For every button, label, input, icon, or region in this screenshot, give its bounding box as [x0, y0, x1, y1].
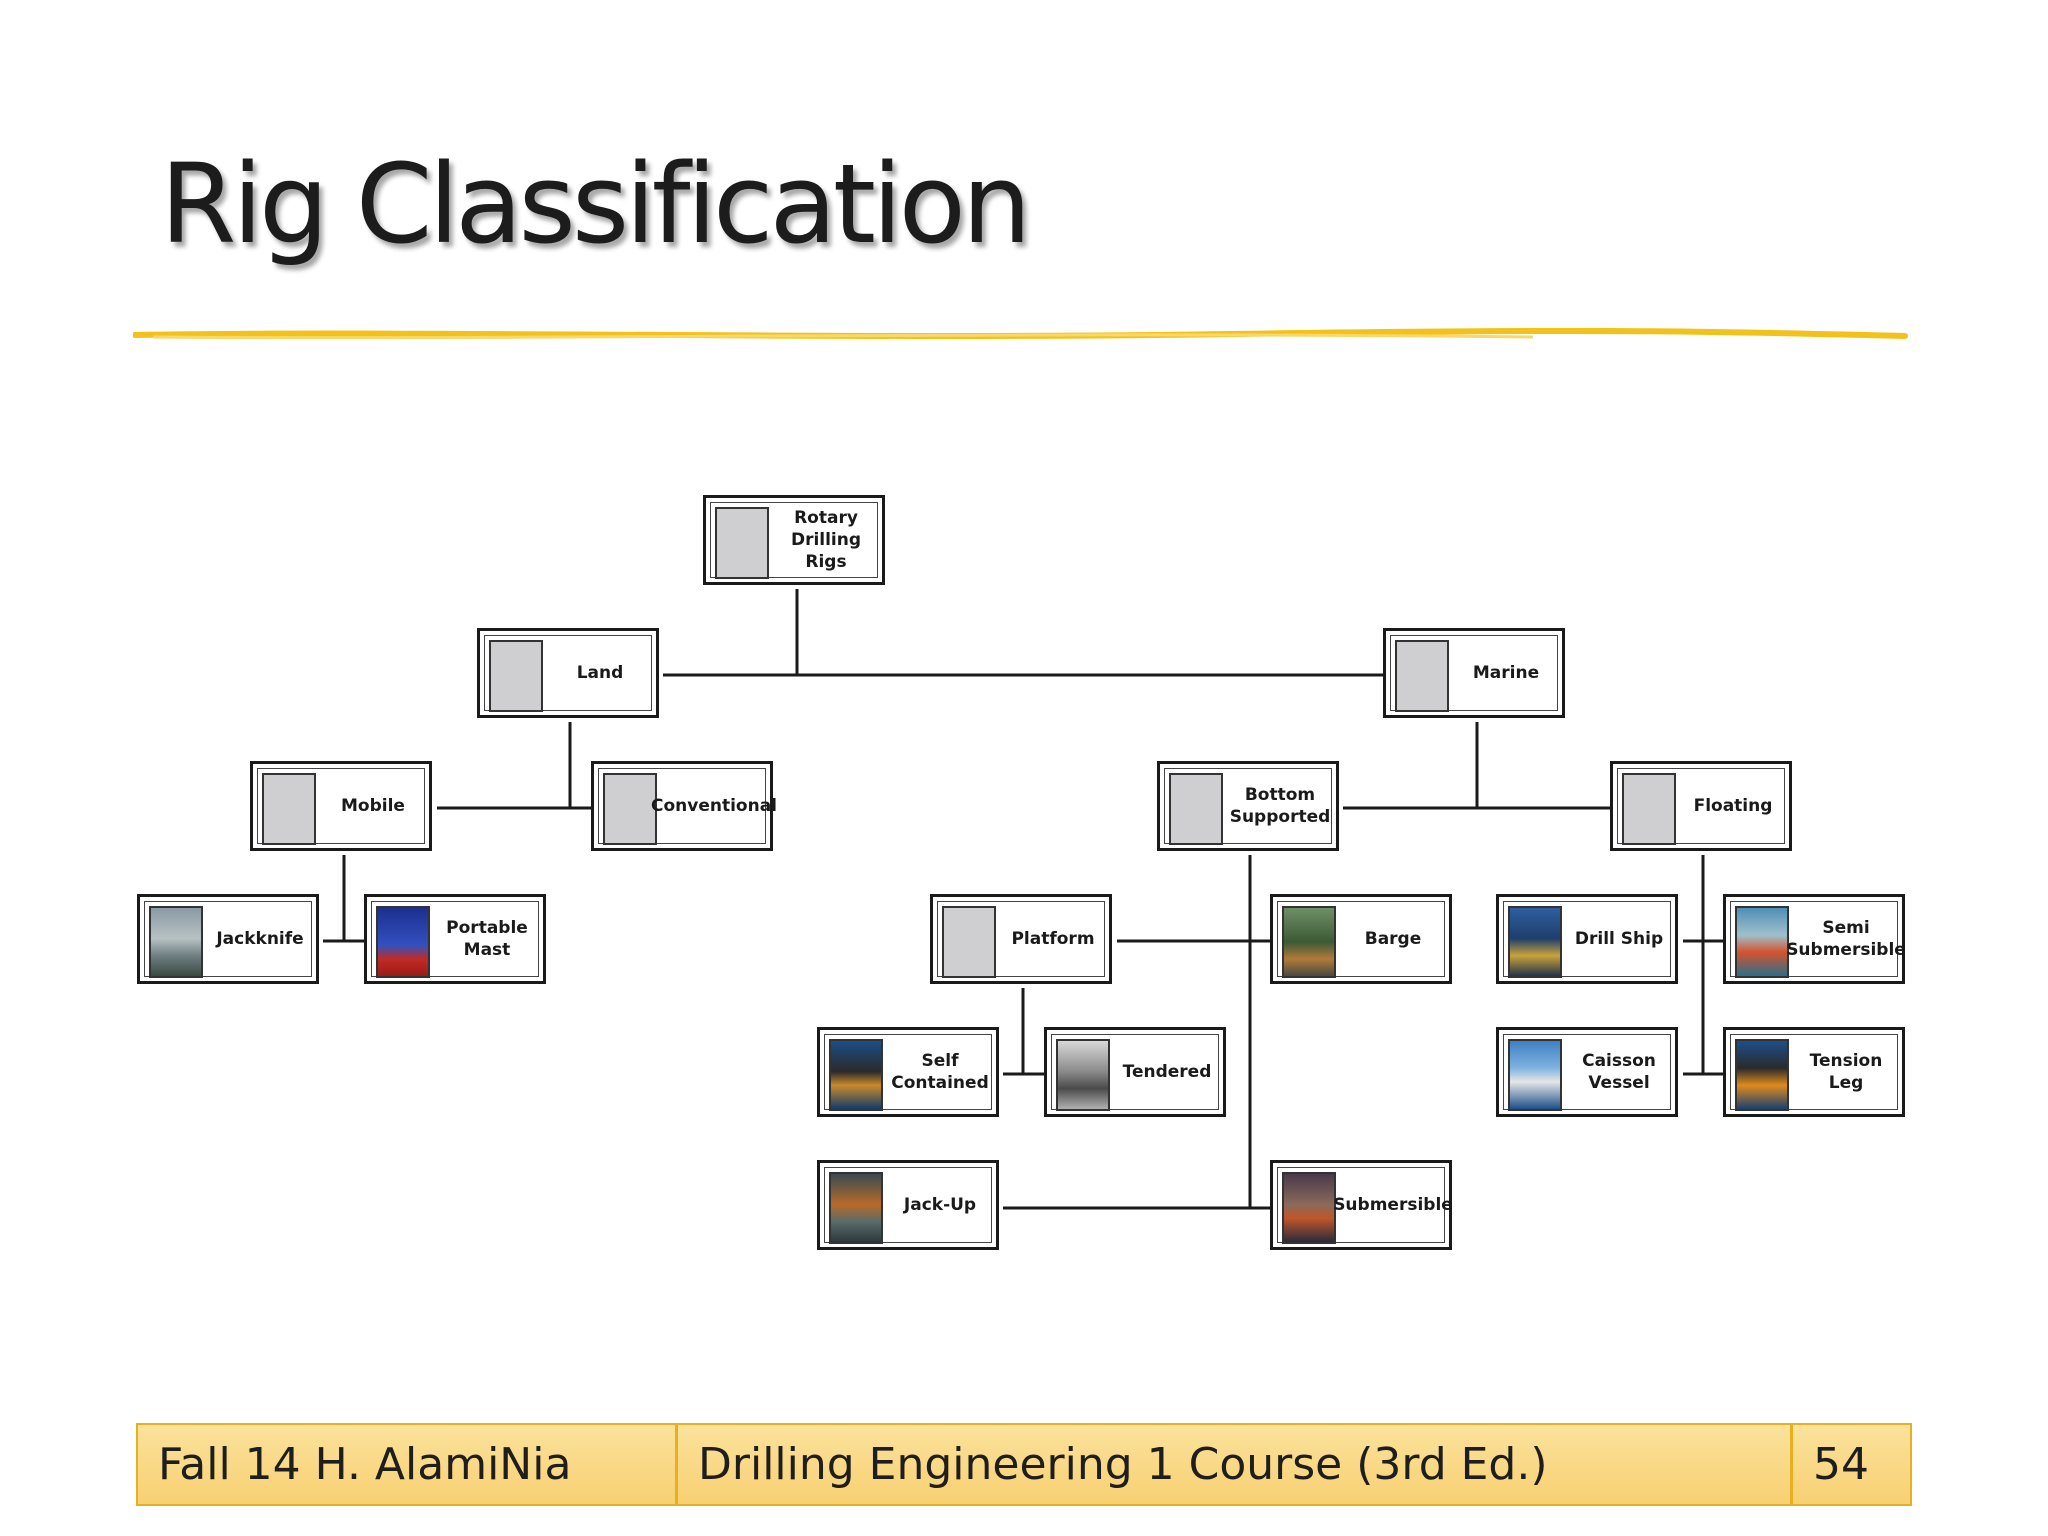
- node-label: Portable Mast: [446, 918, 528, 960]
- node-label: Rotary Drilling Rigs: [790, 508, 862, 572]
- title-divider: [133, 328, 1908, 340]
- node-label: Mobile: [341, 796, 405, 816]
- node-caisson-vessel: Caisson Vessel: [1496, 1027, 1678, 1117]
- node-label: Self Contained: [891, 1051, 989, 1093]
- jack-up-photo: [829, 1172, 883, 1244]
- node-label: Conventional: [651, 796, 778, 816]
- tendered-photo: [1056, 1039, 1110, 1111]
- marine-rig-image-placeholder: [1395, 640, 1449, 712]
- caisson-vessel-photo: [1508, 1039, 1562, 1111]
- node-label: Caisson Vessel: [1582, 1051, 1656, 1093]
- node-drill-ship: Drill Ship: [1496, 894, 1678, 984]
- footer-course: Drilling Engineering 1 Course (3rd Ed.): [675, 1425, 1790, 1504]
- node-portable-mast: Portable Mast: [364, 894, 546, 984]
- footer-page-number: 54: [1790, 1425, 1910, 1504]
- node-jack-up: Jack-Up: [817, 1160, 999, 1250]
- node-semi-submersible: Semi Submersible: [1723, 894, 1906, 984]
- node-label: Bottom Supported: [1229, 785, 1331, 827]
- semi-submersible-photo: [1735, 906, 1789, 978]
- node-label: Tendered: [1122, 1062, 1212, 1082]
- node-label: Jack-Up: [903, 1195, 977, 1215]
- node-rotary-drilling-rigs: Rotary Drilling Rigs: [703, 495, 885, 585]
- node-label: Semi Submersible: [1786, 918, 1906, 960]
- jackknife-photo: [149, 906, 203, 978]
- barge-photo: [1282, 906, 1336, 978]
- node-platform: Platform: [930, 894, 1112, 984]
- node-label: Barge: [1364, 929, 1422, 949]
- node-tension-leg: Tension Leg: [1723, 1027, 1905, 1117]
- platform-image-placeholder: [942, 906, 996, 978]
- land-rig-image-placeholder: [489, 640, 543, 712]
- node-label: Submersible: [1333, 1195, 1453, 1215]
- node-land: Land: [477, 628, 659, 718]
- node-mobile: Mobile: [250, 761, 432, 851]
- submersible-photo: [1282, 1172, 1336, 1244]
- node-self-contained: Self Contained: [817, 1027, 999, 1117]
- node-jackknife: Jackknife: [137, 894, 319, 984]
- floating-rig-image-placeholder: [1622, 773, 1676, 845]
- node-barge: Barge: [1270, 894, 1452, 984]
- node-label: Floating: [1693, 796, 1773, 816]
- node-floating: Floating: [1610, 761, 1792, 851]
- tension-leg-photo: [1735, 1039, 1789, 1111]
- slide-footer: Fall 14 H. AlamiNia Drilling Engineering…: [136, 1423, 1912, 1506]
- node-marine: Marine: [1383, 628, 1565, 718]
- node-label: Tension Leg: [1809, 1051, 1883, 1093]
- bottom-supported-image-placeholder: [1169, 773, 1223, 845]
- node-label: Land: [576, 663, 624, 683]
- mobile-rig-image-placeholder: [262, 773, 316, 845]
- drill-ship-photo: [1508, 906, 1562, 978]
- node-label: Drill Ship: [1574, 929, 1664, 949]
- conventional-rig-image-placeholder: [603, 773, 657, 845]
- self-contained-photo: [829, 1039, 883, 1111]
- node-submersible: Submersible: [1270, 1160, 1453, 1250]
- node-label: Jackknife: [216, 929, 304, 949]
- node-label: Platform: [1011, 929, 1095, 949]
- node-conventional: Conventional: [591, 761, 778, 851]
- node-label: Marine: [1472, 663, 1540, 683]
- footer-author: Fall 14 H. AlamiNia: [158, 1439, 572, 1490]
- node-bottom-supported: Bottom Supported: [1157, 761, 1339, 851]
- portable-mast-photo: [376, 906, 430, 978]
- node-tendered: Tendered: [1044, 1027, 1226, 1117]
- slide-title: Rig Classification: [160, 140, 1032, 268]
- rotary-rig-image-placeholder: [715, 507, 769, 579]
